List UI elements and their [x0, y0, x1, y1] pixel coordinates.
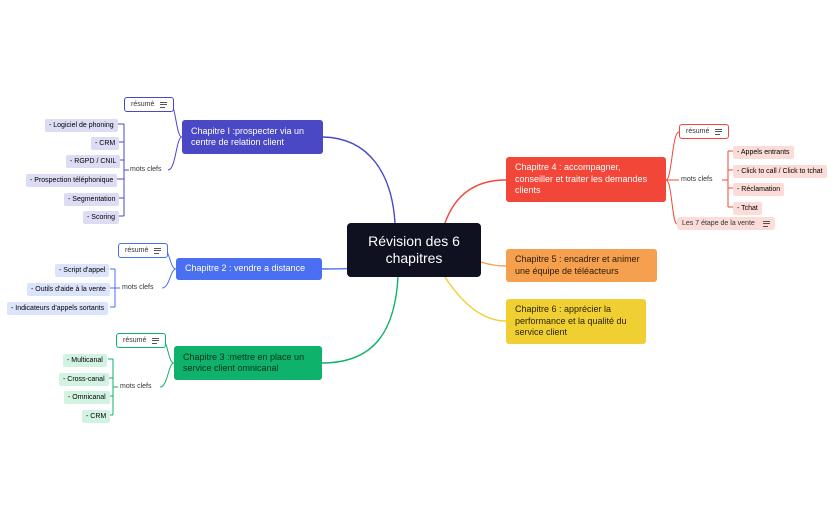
link-ch4: [444, 179, 507, 224]
chapter-3-keyword[interactable]: - Cross-canal: [59, 373, 109, 386]
link-ch1: [322, 136, 396, 224]
chapter-1-keyword[interactable]: - CRM: [91, 137, 120, 150]
chapter-1-resume[interactable]: résumé: [124, 97, 175, 112]
chapter-2-resume[interactable]: résumé: [118, 243, 169, 258]
chapter-1-keyword[interactable]: - Prospection téléphonique: [26, 174, 118, 187]
chapter-6-node[interactable]: Chapitre 6 : apprécier la performance et…: [506, 299, 646, 344]
central-topic-label: Révision des 6 chapitres: [368, 233, 460, 266]
chapter-1-keyword[interactable]: - Logiciel de phoning: [45, 119, 118, 132]
link-ch5: [480, 261, 507, 267]
chapter-5-node[interactable]: Chapitre 5 : encadrer et animer une équi…: [506, 249, 657, 282]
chapter-1-node[interactable]: Chapitre I :prospecter via un centre de …: [182, 120, 323, 154]
chapter-3-keyword[interactable]: - Multicanal: [63, 354, 107, 367]
chapter-1-keywords-label[interactable]: mots clefs: [130, 166, 162, 173]
notes-icon: [154, 246, 162, 255]
notes-icon: [715, 127, 723, 136]
link-ch6: [444, 276, 507, 322]
chapter-2-keyword[interactable]: - Outils d'aide à la vente: [27, 283, 110, 296]
resume-label: résumé: [686, 128, 710, 135]
resume-label: résumé: [123, 337, 147, 344]
chapter-3-keywords-label[interactable]: mots clefs: [120, 383, 152, 390]
notes-icon: [762, 219, 770, 228]
chapter-4-keyword[interactable]: - Tchat: [733, 202, 762, 215]
chapter-4-keywords-label[interactable]: mots clefs: [681, 176, 713, 183]
chapter-3-keyword[interactable]: - Omnicanal: [64, 391, 110, 404]
chapter-4-sales-steps[interactable]: Les 7 étape de la vente: [677, 217, 775, 230]
chapter-4-node[interactable]: Chapitre 4 : accompagner, conseiller et …: [506, 157, 666, 202]
chapter-2-keyword[interactable]: - Script d'appel: [55, 264, 110, 277]
chapter-6-label: Chapitre 6 : apprécier la performance et…: [515, 304, 627, 338]
link-ch3: [321, 276, 399, 364]
central-topic[interactable]: Révision des 6 chapitres: [347, 223, 481, 277]
chapter-5-label: Chapitre 5 : encadrer et animer une équi…: [515, 254, 640, 276]
chapter-4-label: Chapitre 4 : accompagner, conseiller et …: [515, 162, 648, 196]
chapter-3-keyword[interactable]: - CRM: [82, 410, 111, 423]
notes-icon: [152, 336, 160, 345]
chapter-1-keyword[interactable]: - Segmentation: [64, 193, 120, 206]
chapter-1-label: Chapitre I :prospecter via un centre de …: [191, 125, 305, 148]
notes-icon: [160, 100, 168, 109]
chapter-4-resume[interactable]: résumé: [679, 124, 730, 139]
chapter-2-keyword[interactable]: - Indicateurs d'appels sortants: [7, 302, 109, 315]
chapter-2-keywords-label[interactable]: mots clefs: [122, 284, 154, 291]
resume-label: résumé: [131, 101, 155, 108]
chapter-4-keyword[interactable]: - Appels entrants: [733, 146, 794, 159]
chapter-4-keyword[interactable]: - Réclamation: [733, 183, 785, 196]
chapter-3-node[interactable]: Chapitre 3 :mettre en place un service c…: [174, 346, 322, 380]
resume-label: résumé: [125, 247, 149, 254]
chapter-3-label: Chapitre 3 :mettre en place un service c…: [183, 351, 305, 374]
chapter-1-keyword[interactable]: - RGPD / CNIL: [66, 155, 121, 168]
chapter-1-keyword[interactable]: - Scoring: [83, 211, 120, 224]
chapter-3-resume[interactable]: résumé: [116, 333, 167, 348]
sales-steps-label: Les 7 étape de la vente: [682, 220, 755, 227]
chapter-2-label: Chapitre 2 : vendre a distance: [185, 263, 306, 274]
chapter-2-node[interactable]: Chapitre 2 : vendre a distance: [176, 258, 322, 280]
chapter-4-keyword[interactable]: - Click to call / Click to tchat: [733, 165, 827, 178]
